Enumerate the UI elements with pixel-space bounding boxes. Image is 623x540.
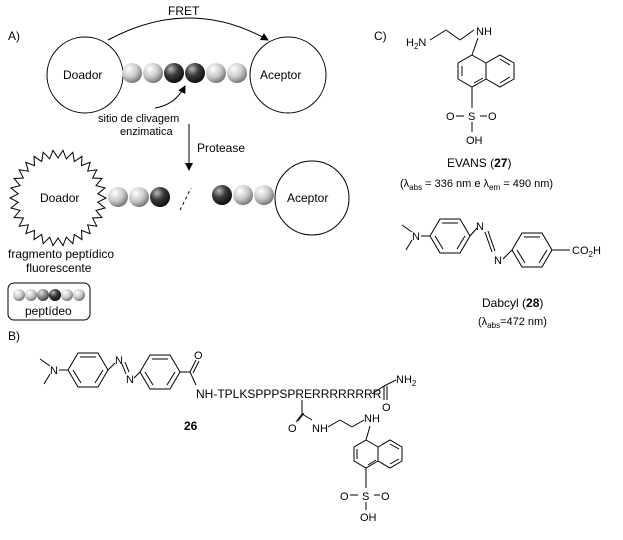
evans-wavelengths: (λabs = 336 nm e λem = 490 nm) (400, 178, 553, 192)
b-nh-amine: NH (364, 413, 380, 425)
b-benzene-ring-1 (67, 352, 109, 388)
cleavage-cut-mark (179, 187, 192, 211)
evans-name: EVANS (27) (447, 156, 511, 170)
bead-dark (164, 63, 184, 83)
acceptor-label: Aceptor (260, 68, 301, 82)
panel-a: A) FRET Doador Aceptor sitio de clivagem… (7, 4, 350, 321)
panel-b: B) N N N O NH-TPLKSPPPSPRERRRRRRRR (8, 329, 417, 524)
c-n-azo-2: N (494, 255, 502, 267)
bead (122, 63, 142, 83)
b-naphthalene (353, 439, 403, 469)
fragment-label-2: fluorescente (26, 261, 92, 275)
cleavage-arrow (154, 85, 186, 109)
c-o-right: O (488, 111, 497, 123)
donor-label: Doador (63, 68, 102, 82)
b-oh: OH (360, 512, 377, 524)
b-nh2: NH2 (396, 374, 417, 388)
fret-arrow (107, 17, 269, 41)
b-o-amide: O (382, 402, 391, 414)
c-oh: OH (466, 135, 483, 147)
b-sulfur: S (362, 491, 369, 503)
dabcyl-wavelength: (λabs=472 nm) (478, 316, 547, 330)
acceptor-circle-2 (274, 160, 350, 236)
fragment-label-1: fragmento peptídico (8, 247, 114, 261)
b-n-azo-1: N (115, 355, 123, 367)
bead (108, 187, 128, 207)
c-naphthalene (457, 54, 515, 88)
bead (143, 63, 163, 83)
legend-label: peptídeo (25, 304, 72, 318)
c-nh: NH (476, 26, 492, 38)
b-benzene-ring-2 (139, 354, 181, 390)
c-co2h: CO2H (572, 245, 601, 259)
fluorescent-donor-starburst (8, 149, 108, 247)
dabcyl-name: Dabcyl (28) (482, 296, 543, 310)
b-o-sulfonyl-left: O (340, 491, 349, 503)
c-n-azo-1: N (476, 221, 484, 233)
c-benzene-ring-1 (429, 218, 471, 254)
cleavage-label-1: sitio de clivagem (98, 113, 179, 125)
c-sulfur: S (468, 111, 475, 123)
bead (227, 63, 247, 83)
b-o-side: O (288, 423, 297, 435)
acceptor-circle (249, 36, 327, 114)
legend-beads (13, 289, 85, 301)
peptide-chain (122, 63, 247, 83)
b-n-dimethyl: N (50, 365, 58, 377)
c-n-dimethyl: N (412, 231, 420, 243)
protease-label: Protease (197, 141, 245, 155)
peptide-legend-box (7, 282, 91, 321)
panel-c-label: C) (374, 29, 387, 43)
c-o-left: O (446, 111, 455, 123)
donor-fluor-label: Doador (40, 191, 79, 205)
b-o-carbonyl: O (194, 350, 203, 362)
bead (254, 185, 274, 205)
bead (129, 187, 149, 207)
panel-a-label: A) (8, 29, 20, 43)
c-benzene-ring-2 (511, 232, 553, 268)
b-compound-number: 26 (184, 419, 198, 433)
c-h2n: H2N (406, 37, 426, 51)
b-nh-side: NH (312, 423, 328, 435)
panel-c: C) H2N NH S O O OH EVANS (27) (λabs = 33… (374, 26, 601, 330)
bead (233, 185, 253, 205)
bead-dark (150, 187, 170, 207)
acceptor2-label: Aceptor (287, 191, 328, 205)
bead-dark (212, 185, 232, 205)
b-peptide-sequence: NH-TPLKSPPPSPRERRRRRRRR (196, 387, 382, 401)
b-o-sulfonyl-right: O (381, 491, 390, 503)
bead (206, 63, 226, 83)
panel-b-label: B) (8, 329, 20, 343)
cleavage-label-2: enzimatica (120, 126, 173, 138)
b-n-azo-2: N (126, 374, 134, 386)
bead-dark (185, 63, 205, 83)
fret-label: FRET (168, 4, 200, 18)
